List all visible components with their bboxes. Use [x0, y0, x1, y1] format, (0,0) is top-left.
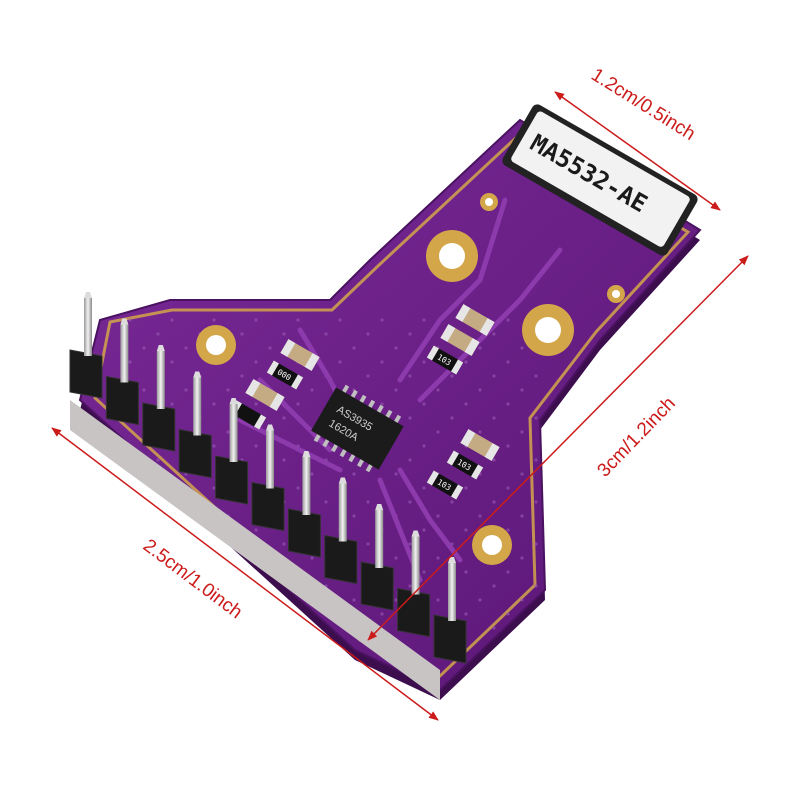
mounting-hole — [472, 525, 512, 565]
dimension-label-top: 1.2cm/0.5inch — [587, 64, 698, 144]
small-via — [480, 193, 498, 211]
mounting-hole — [522, 304, 574, 356]
dimension-label-bottom: 2.5cm/1.0inch — [139, 535, 246, 623]
smd-capacitor — [245, 379, 285, 411]
header-pin — [105, 318, 139, 426]
mounting-hole — [196, 325, 236, 365]
small-via — [607, 285, 625, 303]
smd-capacitor — [280, 339, 320, 371]
mounting-hole — [426, 230, 478, 282]
header-pin — [69, 292, 103, 399]
smd-resistor: 000 — [266, 360, 304, 390]
dimension-label-height: 3cm/1.2inch — [593, 393, 679, 481]
